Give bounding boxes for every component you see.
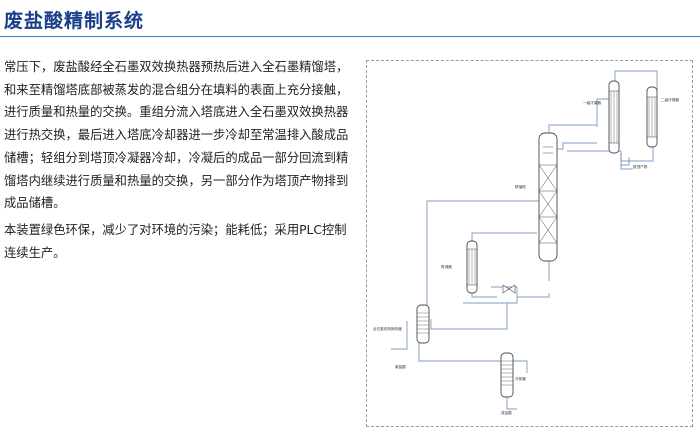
valve [502, 284, 516, 294]
process-flow-svg [391, 70, 658, 410]
title-divider [0, 36, 700, 37]
double-effect-exchanger [416, 304, 430, 344]
label-condenser-2: 二级冷凝器 [661, 98, 679, 102]
reboiler [466, 240, 478, 294]
label-double-effect-exchanger: 全石墨双效换热器 [373, 327, 402, 331]
label-cooler: 冷却器 [515, 377, 526, 381]
condenser-2 [646, 86, 658, 148]
page-title: 废盐酸精制系统 [4, 10, 145, 32]
condenser-1 [608, 80, 620, 154]
description-paragraph-2: 本装置绿色环保，减少了对环境的污染；能耗低；采用PLC控制连续生产。 [4, 222, 347, 260]
description-paragraph-1: 常压下，废盐酸经全石墨双效换热器预热后进入全石墨精馏塔，和来至精馏塔底部被蒸发的… [4, 60, 349, 211]
distillation-column [538, 132, 558, 262]
label-top-product: 塔顶产物 [633, 165, 648, 169]
label-column: 精馏塔 [515, 185, 526, 189]
process-flow-diagram: 一级冷凝器 二级冷凝器 塔顶产物 精馏塔 再沸器 全石墨双效换热器 废盐酸 冷却… [366, 60, 693, 427]
label-condenser-1: 一级冷凝器 [583, 101, 601, 105]
description: 常压下，废盐酸经全石墨双效换热器预热后进入全石墨精馏塔，和来至精馏塔底部被蒸发的… [4, 56, 349, 264]
label-product: 成品酸 [501, 411, 512, 415]
cooler [500, 352, 514, 398]
label-waste-acid: 废盐酸 [395, 365, 406, 369]
label-reboiler: 再沸器 [441, 265, 452, 269]
